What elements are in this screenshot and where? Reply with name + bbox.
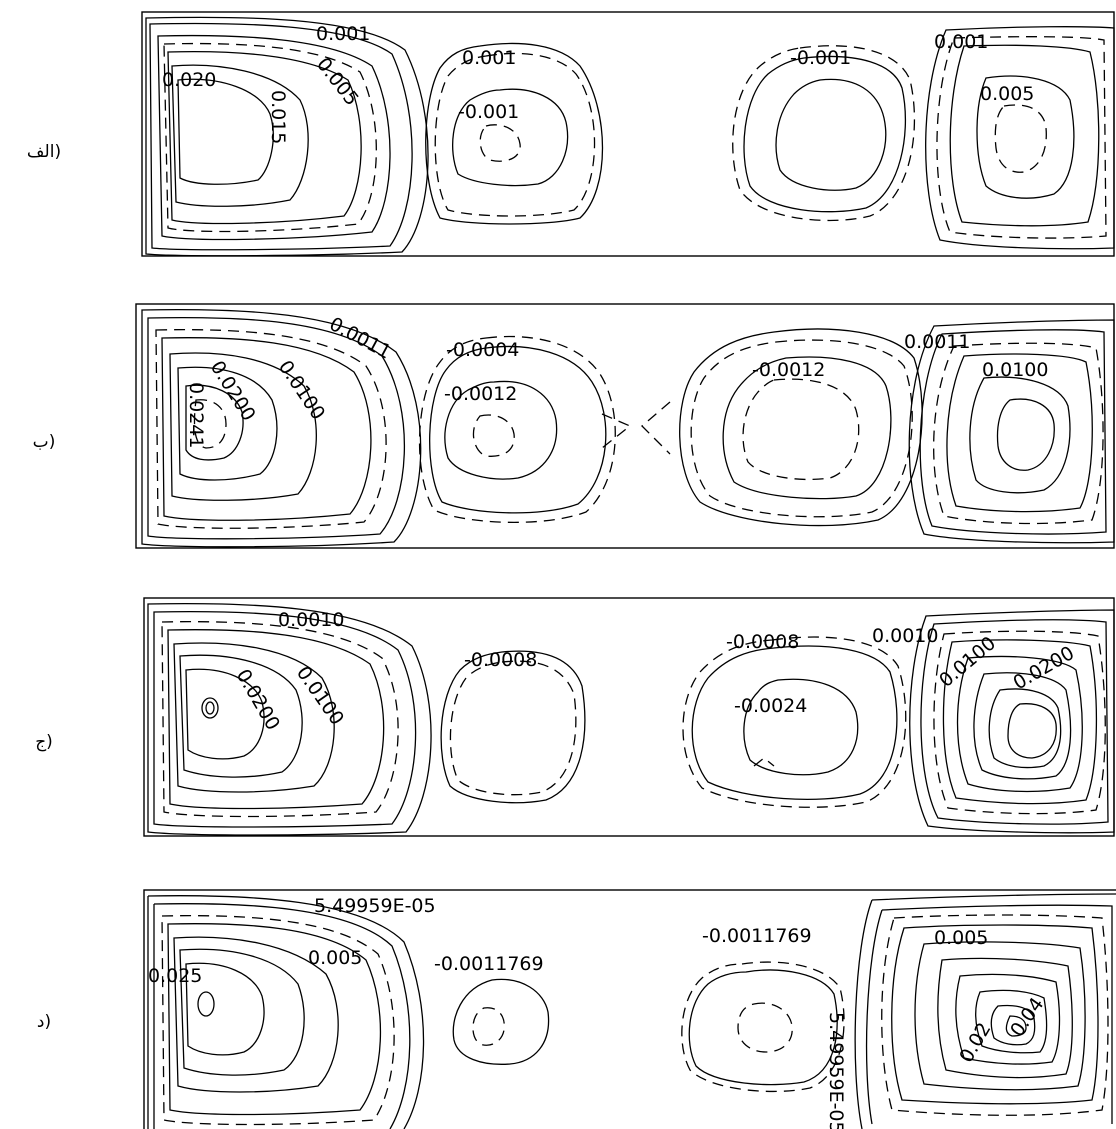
contour-label: 0.04 — [1006, 994, 1048, 1041]
panel-label-c: ج) — [35, 732, 53, 752]
contour-label: -0.001 — [458, 101, 519, 123]
vortex-right — [925, 26, 1115, 250]
contour-label: 0.0010 — [872, 625, 938, 647]
contour-label: 0.001 — [316, 23, 370, 45]
contour-label: 0.0011 — [904, 331, 970, 353]
plot-frame — [143, 889, 1116, 1129]
contour-label: 0.005 — [308, 947, 362, 969]
contour-label: 5.49959E-05 — [825, 1012, 847, 1129]
vortex-right — [909, 609, 1115, 834]
contour-label: 0.0010 — [278, 609, 344, 631]
contour-label: -0.0004 — [446, 339, 519, 361]
contour-plot-b: 0.0011 0.0241 0.0200 0.0100 -0.0004 -0.0… — [135, 303, 1115, 549]
contour-label: -0.0011769 — [702, 925, 812, 947]
contour-label: -0.0024 — [734, 695, 807, 717]
vortex-second — [425, 42, 604, 225]
contour-label: -0.0008 — [726, 631, 799, 653]
vortex-left — [147, 895, 425, 1129]
vortex-third — [682, 636, 907, 808]
contour-label: 0.0100 — [274, 356, 329, 423]
vortex-second — [418, 335, 671, 524]
contour-label: 0.0200 — [232, 666, 284, 735]
panel-label-d: د) — [36, 1012, 52, 1032]
contour-label: 0.001 — [462, 47, 516, 69]
vortex-right — [854, 893, 1116, 1129]
contour-label: 0.005 — [312, 54, 363, 110]
contour-label: 0.0200 — [206, 357, 260, 425]
contour-label: -0.0011769 — [434, 953, 544, 975]
contour-label: 0.02 — [955, 1019, 995, 1067]
contour-label: -0.0008 — [464, 649, 537, 671]
vortex-second — [440, 650, 586, 804]
vortex-second — [452, 978, 550, 1065]
panel-label-a: الف) — [26, 142, 62, 162]
contour-label: 0.001 — [934, 31, 988, 53]
vortex-third — [679, 328, 923, 527]
vortex-left — [147, 602, 432, 836]
vortex-right — [908, 319, 1115, 544]
contour-label: -0.0012 — [444, 383, 517, 405]
contour-label: 0.015 — [267, 90, 289, 144]
vortex-left — [141, 308, 422, 548]
vortex-third — [681, 961, 845, 1093]
contour-label: 0.0011 — [326, 313, 395, 364]
contour-plot-c: 0.0010 0.0100 0.0200 -0.0008 -0.0008 -0.… — [143, 597, 1115, 837]
contour-plot-d: 5.49959E-05 0.025 0.005 -0.0011769 -0.00… — [143, 889, 1116, 1129]
contour-label: 5.49959E-05 — [314, 895, 436, 917]
contour-label: 0.025 — [148, 965, 202, 987]
panel-label-b: ب) — [32, 432, 56, 452]
contour-label: -0.0012 — [752, 359, 825, 381]
contour-label: 0.0200 — [1010, 642, 1079, 694]
contour-label: 0.020 — [162, 69, 216, 91]
contour-label: 0.0241 — [185, 382, 207, 448]
contour-label: -0.001 — [790, 47, 851, 69]
contour-label: 0.005 — [934, 927, 988, 949]
vortex-third — [732, 45, 916, 222]
contour-label: 0.005 — [980, 83, 1034, 105]
contour-label: 0.0100 — [982, 359, 1048, 381]
contour-label: 0.0100 — [292, 662, 348, 729]
contour-plot-a: 0.001 0.020 0.005 0.015 0.001 -0.001 -0.… — [141, 11, 1115, 257]
